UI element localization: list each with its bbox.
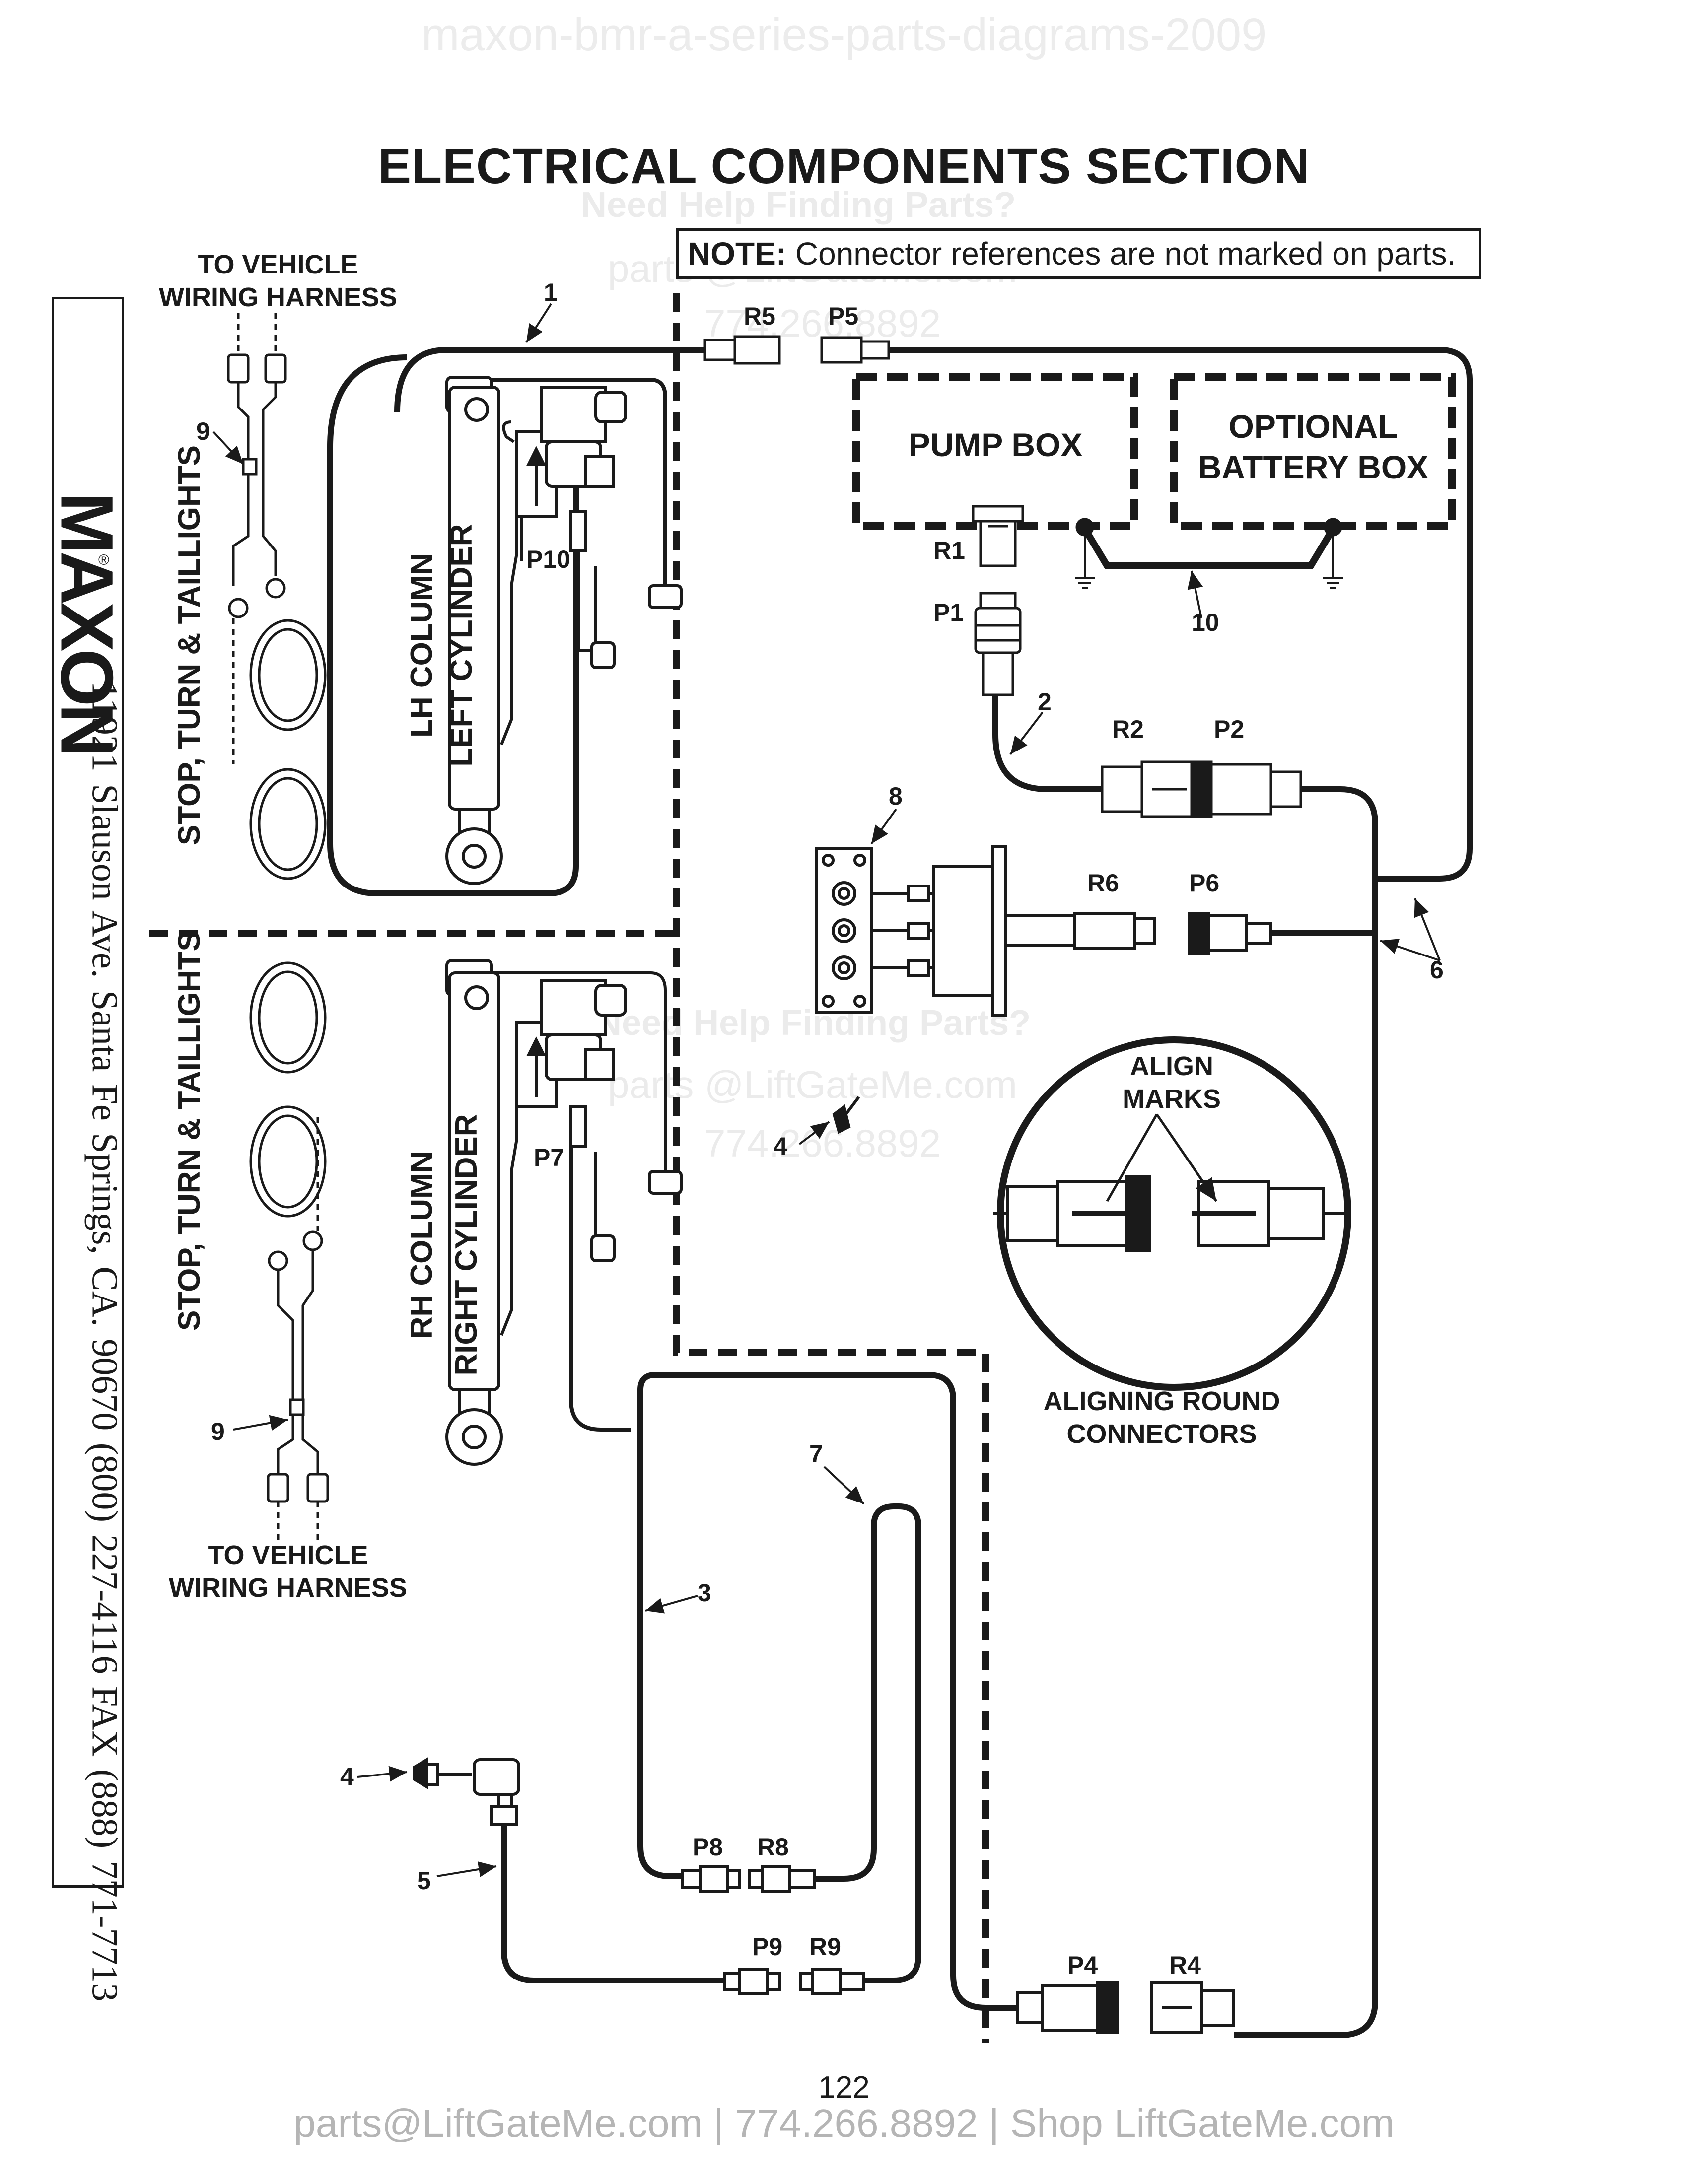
connector-p9 bbox=[723, 1968, 781, 1995]
callout-9-bottom: 9 bbox=[211, 1418, 225, 1445]
lights-harness-bottom bbox=[249, 961, 329, 1541]
label-p7: P7 bbox=[534, 1144, 564, 1171]
connector-p6 bbox=[1188, 912, 1272, 955]
note-box: NOTE: Connector references are not marke… bbox=[676, 228, 1481, 279]
callout-10: 10 bbox=[1192, 609, 1219, 636]
page-number: 122 bbox=[818, 2070, 870, 2105]
connector-p8 bbox=[681, 1865, 741, 1893]
label-r9: R9 bbox=[809, 1933, 841, 1961]
align-marks-label-line1: ALIGN bbox=[1130, 1051, 1213, 1081]
callout-2: 2 bbox=[1038, 688, 1052, 716]
rh-lead bbox=[569, 1132, 631, 1432]
top-watermark: maxon-bmr-a-series-parts-diagrams-2009 bbox=[421, 9, 1267, 60]
connector-p4 bbox=[1016, 1981, 1119, 2034]
stop-turn-taillights-top: STOP, TURN & TAILLIGHTS bbox=[172, 445, 207, 846]
connector-r5 bbox=[703, 335, 781, 365]
dashed-zone-boundary bbox=[149, 293, 989, 2043]
align-marks-label-line2: MARKS bbox=[1123, 1084, 1221, 1114]
switch-4-bottom bbox=[413, 1757, 520, 1826]
to-vehicle-top-line1: TO VEHICLE bbox=[198, 250, 358, 279]
maxon-brand-bar bbox=[52, 297, 124, 1888]
callout-3: 3 bbox=[698, 1579, 711, 1607]
page-title: ELECTRICAL COMPONENTS SECTION bbox=[378, 138, 1310, 194]
registered-mark: ® bbox=[98, 552, 110, 568]
connector-p2 bbox=[1190, 760, 1302, 818]
cable-1-top bbox=[394, 347, 705, 412]
callout-7: 7 bbox=[809, 1440, 823, 1468]
cable-6-outer bbox=[1234, 786, 1378, 2038]
label-p5: P5 bbox=[828, 302, 859, 330]
battery-box-label-line1: OPTIONAL bbox=[1228, 408, 1398, 445]
footer-contact: parts@LiftGateMe.com | 774.266.8892 | Sh… bbox=[293, 2101, 1395, 2145]
ground-icon-right bbox=[1323, 536, 1343, 589]
callout-6: 6 bbox=[1430, 956, 1444, 984]
pump-box-label: PUMP BOX bbox=[908, 426, 1083, 463]
right-cylinder-label: RIGHT CYLINDER bbox=[449, 1114, 484, 1376]
connector-p10 bbox=[569, 510, 616, 669]
label-p9: P9 bbox=[752, 1933, 783, 1961]
connector-r9 bbox=[799, 1968, 865, 1995]
callout-4-middle: 4 bbox=[774, 1132, 787, 1160]
switch-4-middle bbox=[832, 1096, 860, 1134]
callout-9-top: 9 bbox=[196, 417, 210, 445]
connector-r8 bbox=[748, 1865, 816, 1893]
label-r6: R6 bbox=[1087, 869, 1119, 897]
ground-cable-10 bbox=[1081, 527, 1336, 569]
connector-r2 bbox=[1101, 760, 1198, 818]
to-vehicle-bottom-line2: WIRING HARNESS bbox=[168, 1573, 407, 1603]
label-p8: P8 bbox=[693, 1833, 723, 1861]
ground-icon-left bbox=[1075, 536, 1095, 589]
cable-6-top bbox=[889, 347, 1473, 882]
left-cylinder-label: LEFT CYLINDER bbox=[444, 524, 479, 767]
cable-2 bbox=[992, 695, 1102, 792]
control-switch-8 bbox=[815, 845, 1156, 1017]
stop-turn-taillights-bottom: STOP, TURN & TAILLIGHTS bbox=[172, 930, 207, 1331]
note-text: Connector references are not marked on p… bbox=[786, 236, 1456, 272]
label-p2: P2 bbox=[1214, 715, 1245, 743]
callout-arrows bbox=[212, 303, 1441, 1877]
label-r8: R8 bbox=[757, 1833, 789, 1861]
connector-p5 bbox=[820, 336, 890, 364]
align-marks-arrows bbox=[1106, 1113, 1216, 1201]
connector-p1 bbox=[974, 592, 1022, 696]
cable-7 bbox=[814, 1503, 921, 1983]
rh-cylinder bbox=[445, 959, 683, 1466]
to-vehicle-top-line2: WIRING HARNESS bbox=[158, 282, 397, 312]
label-p6: P6 bbox=[1189, 869, 1220, 897]
callout-8: 8 bbox=[889, 782, 903, 810]
label-r5: R5 bbox=[744, 302, 775, 330]
note-prefix: NOTE: bbox=[688, 236, 787, 272]
connector-r4 bbox=[1150, 1981, 1235, 2034]
callout-4-bottom: 4 bbox=[340, 1763, 354, 1790]
ground-terminal-right bbox=[1324, 518, 1342, 537]
lights-harness-top bbox=[227, 313, 327, 880]
aligning-connectors-label-line1: ALIGNING ROUND bbox=[1043, 1386, 1280, 1416]
aligning-connectors-label-line2: CONNECTORS bbox=[1066, 1419, 1257, 1449]
cable-3 bbox=[637, 1372, 1018, 2011]
callout-5: 5 bbox=[417, 1867, 431, 1895]
lh-column-label: LH COLUMN bbox=[405, 553, 439, 738]
connector-r1 bbox=[972, 505, 1024, 567]
label-p1: P1 bbox=[933, 599, 964, 626]
label-r1: R1 bbox=[933, 537, 965, 564]
to-vehicle-bottom-line1: TO VEHICLE bbox=[208, 1540, 368, 1570]
battery-box bbox=[1170, 373, 1456, 530]
label-p4: P4 bbox=[1067, 1951, 1098, 1979]
ground-terminal-left bbox=[1075, 518, 1094, 537]
help-watermark-heading-2: Need Help Finding Parts? bbox=[596, 1003, 1031, 1043]
lh-cylinder bbox=[445, 376, 627, 885]
rh-column-label: RH COLUMN bbox=[405, 1151, 439, 1339]
callout-1: 1 bbox=[544, 278, 558, 306]
battery-box-label-line2: BATTERY BOX bbox=[1197, 449, 1429, 485]
cable-5 bbox=[501, 1807, 725, 1983]
connector-p7 bbox=[569, 1105, 616, 1262]
label-p10: P10 bbox=[526, 546, 570, 573]
label-r4: R4 bbox=[1169, 1951, 1201, 1979]
label-r2: R2 bbox=[1112, 715, 1144, 743]
lh-column-frame bbox=[327, 354, 579, 896]
help-watermark-heading: Need Help Finding Parts? bbox=[581, 185, 1016, 225]
